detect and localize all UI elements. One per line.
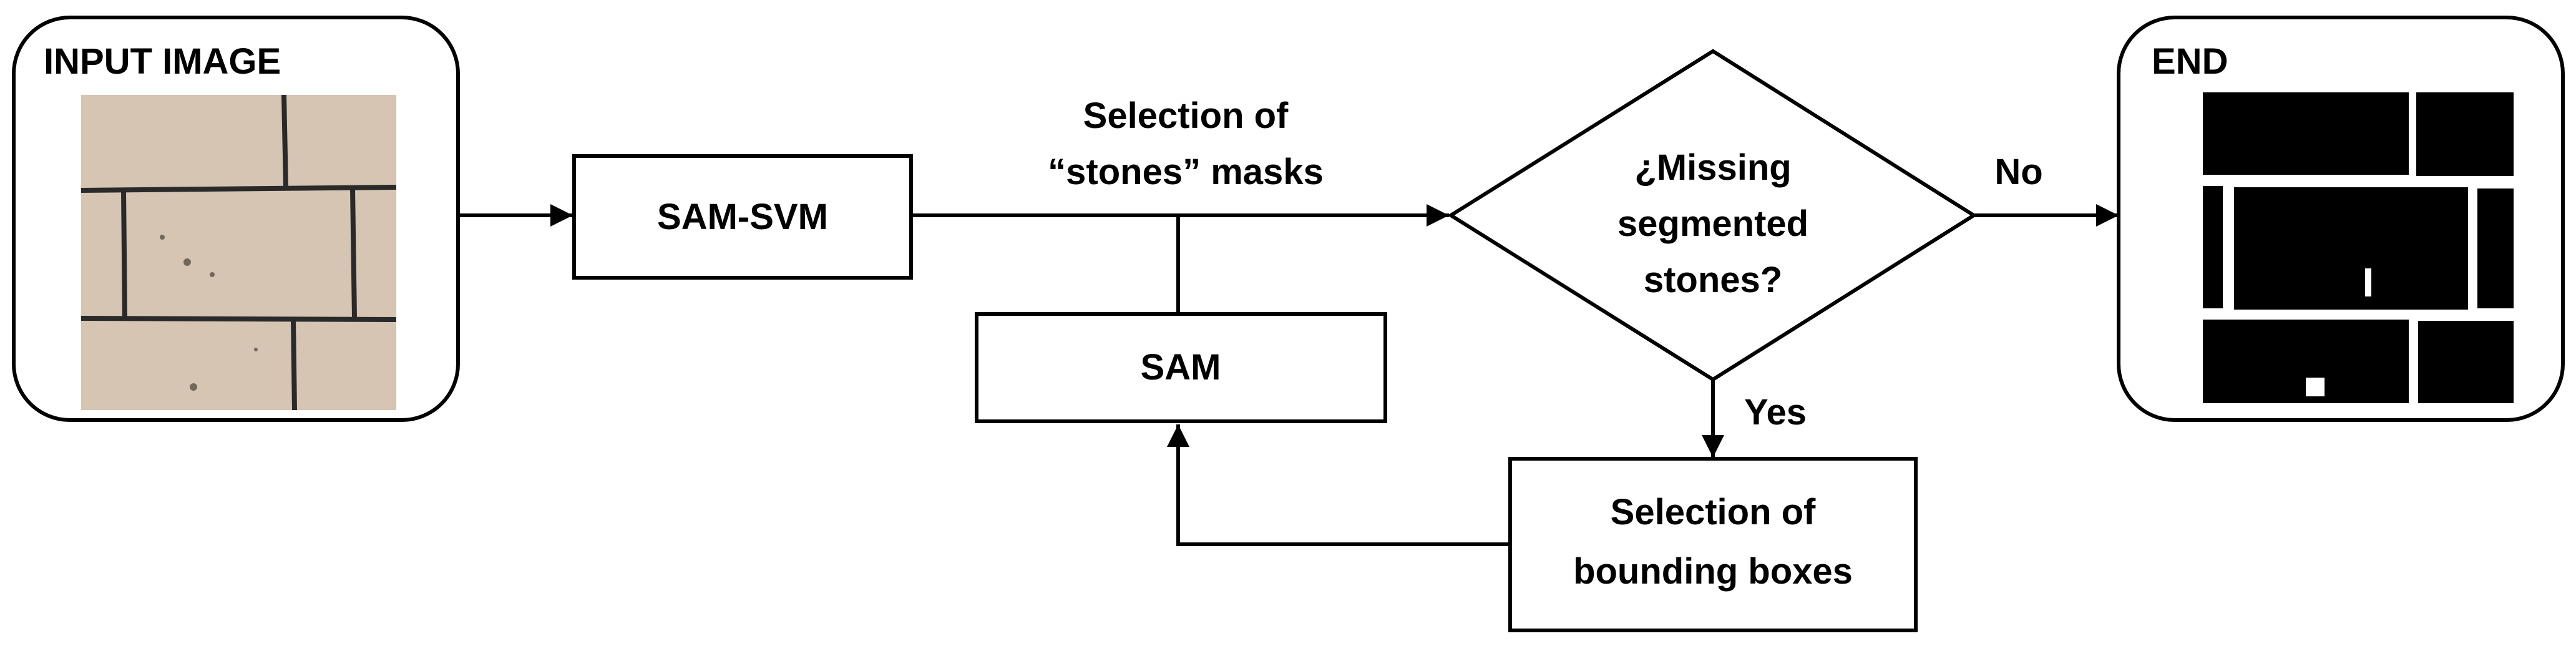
edge-yes-label: Yes [1744, 392, 1807, 433]
decision-line3: stones? [1644, 260, 1782, 300]
input-image-label: INPUT IMAGE [44, 41, 281, 82]
mask-selection-line1: Selection of [1083, 95, 1289, 136]
end-node: END [2117, 16, 2565, 422]
end-label: END [2152, 41, 2228, 82]
sam-svm-label: SAM-SVM [657, 197, 828, 237]
edge-bbox-to-sam [1167, 424, 1510, 546]
sam-label: SAM [1141, 347, 1221, 388]
mask-selection-label: Selection of “stones” masks [1048, 95, 1324, 192]
sam-node: SAM [975, 312, 1387, 423]
sam-svm-node: SAM-SVM [572, 154, 913, 280]
bbox-line2: bounding boxes [1573, 551, 1853, 592]
segmentation-mask-image [2200, 89, 2517, 406]
input-image-node: INPUT IMAGE [12, 16, 460, 422]
decision-line2: segmented [1617, 203, 1808, 244]
decision-line1: ¿Missing [1634, 147, 1791, 188]
edge-no-label: No [1994, 152, 2042, 192]
bbox-node: Selection of bounding boxes [1508, 457, 1918, 632]
stone-wall-photo [80, 94, 397, 411]
bbox-line1: Selection of [1611, 492, 1816, 532]
decision-node: ¿Missing segmented stones? [1447, 49, 1978, 382]
mask-selection-line2: “stones” masks [1048, 152, 1324, 192]
